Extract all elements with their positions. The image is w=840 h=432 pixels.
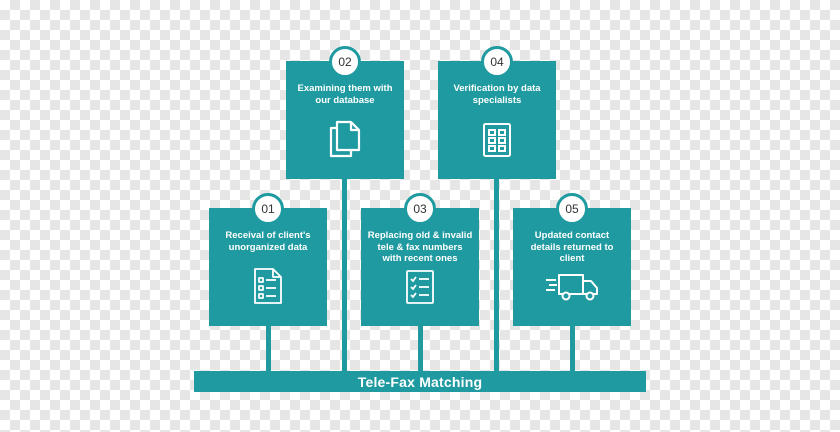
tele-fax-matching-bar: Tele-Fax Matching (194, 371, 646, 392)
step-text: Updated contact details returned to clie… (530, 230, 614, 264)
step-text: Verification by data specialists (453, 83, 541, 106)
post-04 (494, 178, 499, 372)
step-number-badge: 05 (556, 193, 588, 225)
documents-icon (328, 120, 362, 163)
step-number-badge: 04 (481, 46, 513, 78)
post-02 (342, 178, 347, 372)
step-card-01: 01 Receival of client's unorganized data (209, 193, 327, 326)
form-checklist-icon (253, 267, 283, 310)
step-number-badge: 02 (329, 46, 361, 78)
step-number-badge: 01 (252, 193, 284, 225)
delivery-truck-icon (545, 271, 599, 306)
post-05 (570, 326, 575, 372)
step-number-badge: 03 (404, 193, 436, 225)
grid-checklist-icon (482, 122, 512, 163)
step-card-04: 04 Verification by data specialists (438, 46, 556, 179)
step-card-03: 03 Replacing old & invalid tele & fax nu… (361, 193, 479, 326)
post-03 (418, 326, 423, 372)
post-01 (266, 326, 271, 372)
checklist-icon (405, 269, 435, 310)
step-text: Examining them with our database (297, 83, 393, 106)
step-text: Replacing old & invalid tele & fax numbe… (367, 230, 473, 264)
step-card-05: 05 Updated contact details returned to c… (513, 193, 631, 326)
step-text: Receival of client's unorganized data (225, 230, 311, 253)
step-card-02: 02 Examining them with our database (286, 46, 404, 179)
